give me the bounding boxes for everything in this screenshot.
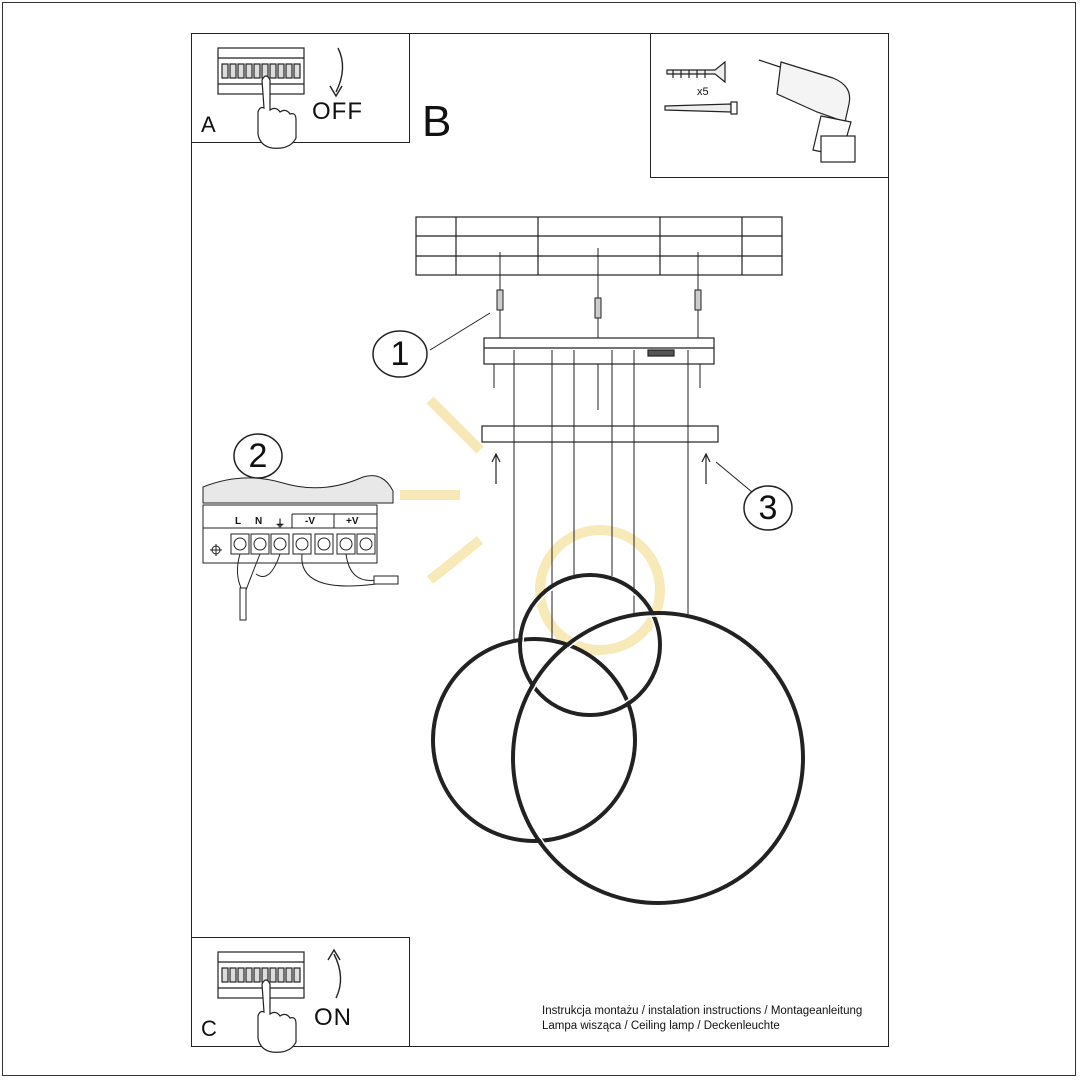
- terminal-minus-v: -V: [305, 516, 315, 527]
- quantity-label: x5: [697, 86, 709, 98]
- drill-icon: [758, 59, 856, 163]
- footer-text: Instrukcja montażu / instalation instruc…: [542, 1004, 862, 1034]
- footer-line-2: Lampa wisząca / Ceiling lamp / Deckenleu…: [542, 1020, 780, 1032]
- mounting-screws: [496, 248, 702, 338]
- terminal-plus-v: +V: [346, 516, 359, 527]
- callout-3: 3: [758, 489, 778, 527]
- canopy-plate: [481, 425, 719, 443]
- suspension-cables: [513, 350, 689, 640]
- panel-a-state: OFF: [312, 98, 363, 125]
- tools-illustration: [664, 59, 856, 163]
- tools-panel: x5: [650, 33, 889, 178]
- terminal-ground: ⏚: [275, 519, 285, 530]
- panel-c-state: ON: [314, 1004, 352, 1031]
- content-frame: [191, 33, 889, 1047]
- breaker-on-illustration: [217, 948, 342, 1053]
- breaker-off-illustration: [217, 47, 344, 149]
- panel-a-power-off: A OFF: [191, 33, 410, 149]
- callout-circles: [233, 330, 793, 531]
- callout-leaders: [429, 312, 753, 493]
- mounting-bracket: [483, 337, 715, 365]
- footer-line-1: Instrukcja montażu / instalation instruc…: [542, 1005, 863, 1017]
- panel-c-power-on: C ON: [191, 937, 410, 1053]
- callout-1: 1: [390, 335, 410, 373]
- panel-b-letter: B: [422, 97, 452, 146]
- watermark-logo: [400, 396, 665, 655]
- wiring-detail: [202, 475, 399, 621]
- canopy-arrows: [491, 452, 711, 484]
- wall-plug-icon: [666, 60, 726, 84]
- callout-2: 2: [248, 437, 268, 475]
- panel-a-letter: A: [201, 112, 216, 137]
- panel-c-letter: C: [201, 1016, 217, 1041]
- terminal-n: N: [255, 516, 263, 527]
- lamp-rings: [431, 573, 805, 905]
- terminal-l: L: [235, 516, 242, 527]
- ceiling-box: [415, 216, 783, 276]
